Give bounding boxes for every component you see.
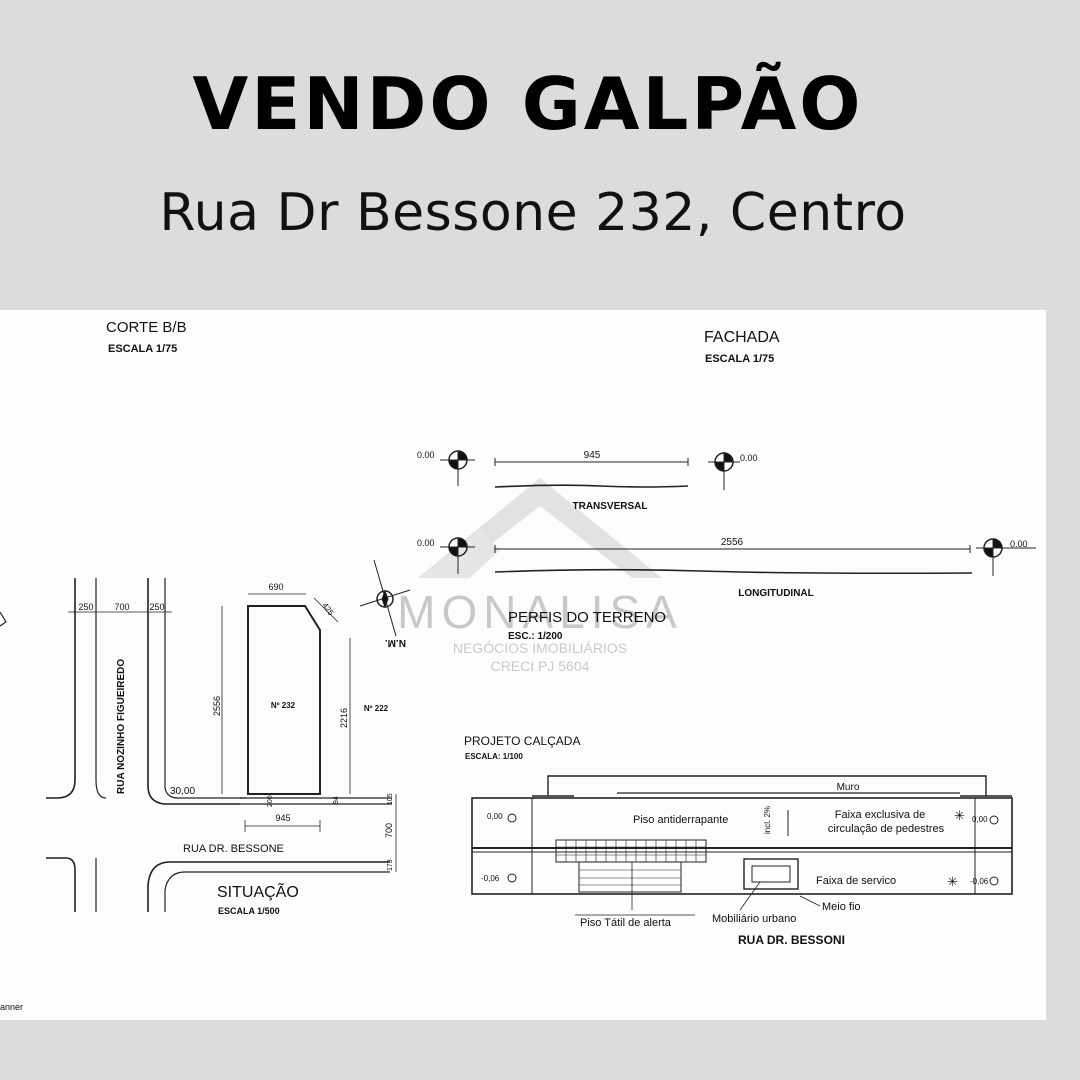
perfis-terreno: 0.00 945 TRANSVERSAL 0.00 0.00 [417, 450, 1036, 642]
dim-lot-top: 690 [268, 582, 283, 592]
longitudinal-length: 2556 [721, 537, 744, 548]
perfis-title: PERFIS DO TERRENO [508, 609, 666, 626]
situacao-title: SITUAÇÃO [217, 881, 299, 901]
dim-side-gap: 94 [333, 796, 340, 804]
level-marker-icon [448, 450, 468, 486]
level-marker-icon [708, 452, 740, 490]
level-marker-icon [976, 538, 1036, 576]
piso-tatil-grid [555, 839, 707, 863]
corte-scale: ESCALA 1/75 [108, 343, 177, 355]
dim-corner-offset: 30,00 [170, 786, 195, 797]
situacao-plan: N.M. 250 700 250 RUA NOZINHO FIGUEIREDO … [0, 559, 411, 916]
scanner-text: anner [0, 1002, 23, 1012]
corte-title: CORTE B/B [106, 319, 187, 336]
dim-front-gap: 200 [267, 795, 274, 807]
watermark-brand: MONALISA [397, 586, 683, 638]
level-marker-icon [989, 815, 999, 825]
faixa-exclusiva-line2: circulação de pedestres [828, 823, 945, 835]
level-marker-icon [448, 537, 468, 574]
level-bottom-label: -0,06 [970, 877, 989, 886]
level-label: 0.00 [740, 453, 758, 463]
dim-street-front: 700 [384, 823, 394, 838]
level-top-label: 0,00 [972, 815, 988, 824]
piso-tatil-label: Piso Tátil de alerta [580, 917, 672, 929]
mobiliario-label: Mobiliário urbano [712, 913, 796, 925]
dim-lot-depth: 2556 [212, 696, 222, 716]
asterisk-icon: ✳ [954, 808, 965, 823]
fachada-scale: ESCALA 1/75 [705, 353, 774, 365]
lot-number: Nº 232 [271, 701, 296, 710]
transversal-length: 945 [584, 450, 601, 461]
dim-sidewalk-far: 173 [387, 859, 394, 871]
level-marker-icon [507, 813, 517, 823]
situacao-scale: ESCALA 1/500 [218, 906, 280, 916]
level-label: 0.00 [417, 450, 435, 460]
neighbor-number: Nº 222 [364, 704, 389, 713]
north-arrow-icon [359, 559, 411, 637]
architectural-drawing: CORTE B/B ESCALA 1/75 FACHADA ESCALA 1/7… [0, 310, 1046, 1020]
listing-title: VENDO GALPÃO [192, 62, 864, 146]
dim-street-width: 700 [114, 602, 129, 612]
calcada-street-label: RUA DR. BESSONI [738, 933, 845, 947]
calcada-title: PROJETO CALÇADA [464, 734, 580, 748]
level-marker-icon [507, 873, 517, 883]
calcada-plan: PROJETO CALÇADA ESCALA: 1/100 Muro Piso … [464, 734, 1013, 947]
asterisk-icon: ✳ [947, 874, 958, 889]
level-marker-icon [989, 876, 999, 886]
faixa-exclusiva-line1: Faixa exclusiva de [835, 809, 926, 821]
level-top-label: 0,00 [487, 812, 503, 821]
dim-lot-corner: 425 [320, 601, 335, 618]
dim-sidewalk-left: 250 [78, 602, 93, 612]
watermark-roof-icon [418, 478, 662, 578]
dim-sidewalk-right: 250 [149, 602, 164, 612]
calcada-scale: ESCALA: 1/100 [465, 752, 523, 761]
dim-sidewalk-front: 105 [387, 793, 394, 805]
longitudinal-label: LONGITUDINAL [738, 588, 814, 599]
drawing-canvas: CORTE B/B ESCALA 1/75 FACHADA ESCALA 1/7… [0, 319, 1036, 1012]
street-vertical-label: RUA NOZINHO FIGUEIREDO [116, 659, 127, 794]
street-horizontal-label: RUA DR. BESSONE [183, 843, 284, 855]
faixa-servico-label: Faixa de servico [816, 875, 896, 887]
perfis-scale: ESC.: 1/200 [508, 631, 563, 642]
muro-label: Muro [837, 782, 860, 793]
dim-neighbor-depth: 2216 [339, 708, 349, 728]
dim-front-width: 945 [275, 813, 290, 823]
level-label: 0.00 [1010, 539, 1028, 549]
listing-address: Rua Dr Bessone 232, Centro [159, 183, 907, 243]
watermark: MONALISA NEGÓCIOS IMOBILIÁRIOS CRECI PJ … [397, 478, 683, 674]
fachada-title: FACHADA [704, 329, 780, 346]
level-label: 0.00 [417, 538, 435, 548]
level-bottom-label: -0,06 [481, 874, 500, 883]
incl-label: incl. 2% [763, 806, 772, 834]
watermark-line2: CRECI PJ 5604 [491, 658, 590, 674]
north-label: N.M. [385, 637, 406, 648]
meio-fio-label: Meio fio [822, 901, 861, 913]
transversal-label: TRANSVERSAL [572, 501, 647, 512]
piso-antiderrapante-label: Piso antiderrapante [633, 814, 728, 826]
watermark-line1: NEGÓCIOS IMOBILIÁRIOS [453, 640, 627, 656]
